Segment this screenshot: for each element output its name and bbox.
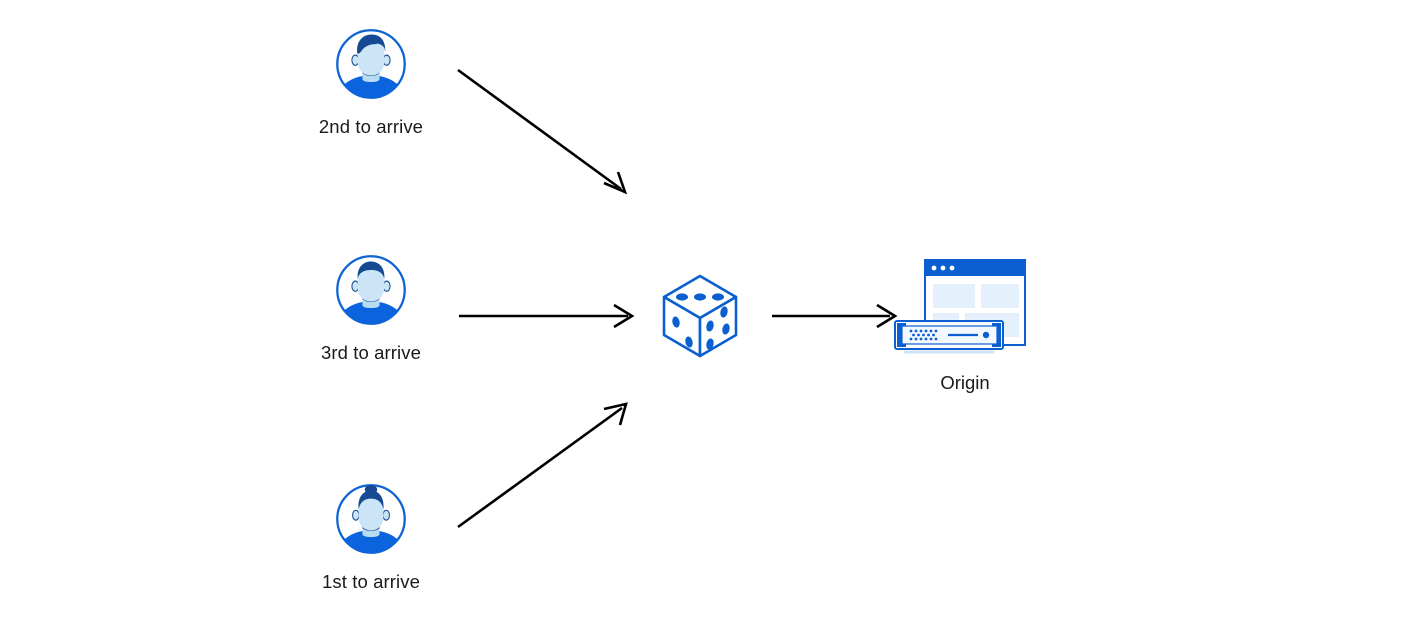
origin-server-icon (890, 255, 1040, 360)
node-visitor-2nd[interactable]: 2nd to arrive (291, 26, 451, 138)
node-label-origin: Origin (940, 372, 990, 393)
user-avatar-icon (333, 481, 409, 557)
node-visitor-1st[interactable]: 1st to arrive (291, 481, 451, 593)
node-label-visitor-3rd: 3rd to arrive (320, 342, 421, 363)
arrow-visitor-bottom-to-randomizer (457, 402, 628, 529)
router-device-icon (894, 320, 1004, 354)
node-origin[interactable]: Origin (865, 255, 1065, 394)
node-randomizer[interactable] (645, 260, 755, 370)
dice-icon (662, 274, 738, 358)
node-label-visitor-2nd: 2nd to arrive (318, 116, 424, 137)
user-avatar-icon (333, 26, 409, 102)
user-avatar-icon (333, 252, 409, 328)
arrow-visitor-top-to-randomizer (457, 68, 628, 195)
arrow-visitor-middle-to-randomizer (459, 303, 635, 329)
node-visitor-3rd[interactable]: 3rd to arrive (291, 252, 451, 364)
node-label-visitor-1st: 1st to arrive (322, 571, 420, 592)
